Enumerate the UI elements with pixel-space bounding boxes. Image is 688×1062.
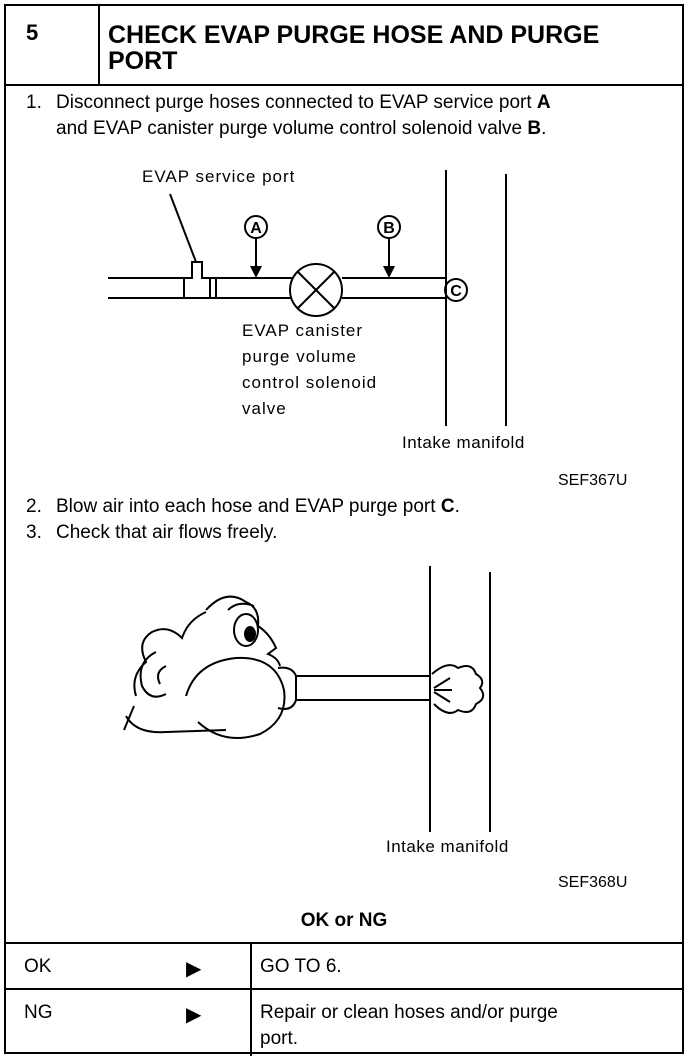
arrow-right-icon: ▶: [186, 958, 202, 980]
result-ng-action-line: Repair or clean hoses and/or purge: [260, 1002, 558, 1023]
valve-label-line: valve: [242, 399, 287, 418]
procedure-frame: 5 CHECK EVAP PURGE HOSE AND PURGE PORT 1…: [4, 4, 684, 1056]
step-title: CHECK EVAP PURGE HOSE AND PURGE PORT: [108, 21, 600, 75]
result-row-ok: OK ▶ GO TO 6.: [6, 944, 682, 990]
result-ng-label: NG: [24, 1002, 53, 1023]
valve-label-line: EVAP canister: [242, 321, 364, 340]
step-2-text: Blow air into each hose and EVAP purge p…: [56, 494, 676, 520]
manifold-label-1: Intake manifold: [402, 433, 525, 452]
marker-b: B: [383, 220, 395, 237]
step-1-letter-a: A: [536, 92, 551, 113]
marker-a: A: [250, 220, 262, 237]
step-1-number: 1.: [26, 92, 42, 113]
result-ok-label: OK: [24, 956, 52, 977]
manifold-label-2: Intake manifold: [386, 837, 509, 856]
step-1-line1: Disconnect purge hoses connected to EVAP…: [56, 92, 532, 113]
figure-1-code: SEF367U: [558, 472, 628, 489]
figure-2-code: SEF368U: [558, 874, 628, 891]
step-1-period: .: [541, 118, 547, 139]
service-port-label: EVAP service port: [142, 167, 296, 186]
valve-label-line: control solenoid: [242, 373, 378, 392]
result-row-ng: NG ▶ Repair or clean hoses and/or purge …: [6, 990, 682, 1056]
result-ok-action-text: GO TO 6.: [260, 956, 342, 977]
result-ng-action-line: port.: [260, 1028, 299, 1049]
step-3-text: Check that air flows freely.: [56, 522, 278, 543]
marker-c: C: [450, 283, 462, 300]
figure-1-diagram: A B C: [108, 170, 507, 426]
step-number: 5: [6, 6, 100, 84]
step-2-line: Blow air into each hose and EVAP purge p…: [56, 496, 436, 517]
step-2-number: 2.: [26, 496, 42, 517]
step-1-letter-b: B: [527, 118, 542, 139]
result-ng-action: Repair or clean hoses and/or purge port.: [250, 990, 660, 1056]
step-2-letter-c: C: [440, 496, 455, 517]
step-3-number: 3.: [26, 522, 42, 543]
result-ok-action: GO TO 6.: [250, 944, 660, 988]
result-title: OK or NG: [300, 910, 388, 931]
step-header: 5 CHECK EVAP PURGE HOSE AND PURGE PORT: [6, 6, 682, 86]
figure-2-illustration: [123, 566, 491, 832]
arrow-right-icon: ▶: [186, 1004, 202, 1026]
step-1-line2: and EVAP canister purge volume control s…: [56, 118, 523, 139]
valve-label-line: purge volume: [242, 347, 358, 366]
valve-label: EVAP canister purge volume control solen…: [242, 318, 377, 422]
step-2-period: .: [454, 496, 460, 517]
result-table: OK ▶ GO TO 6. NG ▶ Repair or clean hoses…: [6, 942, 682, 1056]
step-1-text: Disconnect purge hoses connected to EVAP…: [56, 90, 676, 142]
